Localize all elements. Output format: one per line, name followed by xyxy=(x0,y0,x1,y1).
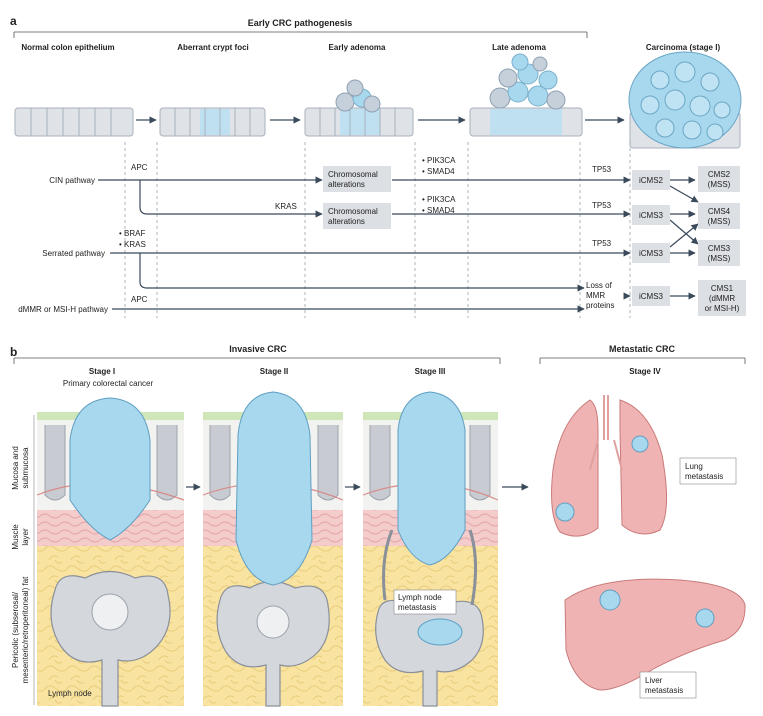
fat-label-2: mesenteric/retroperitoneal) fat xyxy=(21,576,30,683)
gene-apc-1: APC xyxy=(131,163,148,172)
muscle-label-2: layer xyxy=(21,528,30,546)
svg-text:Lymph node: Lymph node xyxy=(398,593,442,602)
gene-smad4-1: • SMAD4 xyxy=(422,167,455,176)
mucosa-label-2: submucosa xyxy=(21,447,30,488)
svg-text:(MSS): (MSS) xyxy=(708,254,731,263)
lungs xyxy=(551,395,668,537)
gene-smad4-2: • SMAD4 xyxy=(422,206,455,215)
primary-crc-label: Primary colorectal cancer xyxy=(63,379,154,388)
cms2-box: CMS2 (MSS) xyxy=(698,166,740,192)
panel-b-letter: b xyxy=(10,345,17,359)
early-adenoma xyxy=(304,79,414,137)
invasive-title: Invasive CRC xyxy=(229,344,287,354)
svg-text:iCMS2: iCMS2 xyxy=(639,176,664,185)
chromosomal-box-1: Chromosomal alterations xyxy=(323,166,391,192)
cms3-box: CMS3 (MSS) xyxy=(698,240,740,266)
icms3-box-2: iCMS3 xyxy=(632,243,670,263)
svg-text:metastasis: metastasis xyxy=(645,686,683,695)
svg-text:Lung: Lung xyxy=(685,462,703,471)
gene-kras-2: • KRAS xyxy=(119,240,146,249)
svg-text:(MSS): (MSS) xyxy=(708,217,731,226)
icms2-box: iCMS2 xyxy=(632,170,670,190)
svg-text:Chromosomal: Chromosomal xyxy=(328,170,378,179)
stage-normal: Normal colon epithelium xyxy=(21,43,114,52)
stage-iii-label: Stage III xyxy=(415,367,446,376)
acf-epithelium xyxy=(159,107,266,137)
svg-text:CMS2: CMS2 xyxy=(708,170,731,179)
gene-tp53-3: TP53 xyxy=(592,239,612,248)
svg-text:metastasis: metastasis xyxy=(685,472,723,481)
stage-i-label: Stage I xyxy=(89,367,115,376)
svg-text:proteins: proteins xyxy=(586,301,614,310)
icms3-box-1: iCMS3 xyxy=(632,205,670,225)
lung-metastasis-box: Lung metastasis xyxy=(679,457,737,485)
muscle-label-1: Muscle xyxy=(11,524,20,550)
svg-text:(MSS): (MSS) xyxy=(708,180,731,189)
svg-text:(dMMR: (dMMR xyxy=(709,294,735,303)
svg-text:CMS1: CMS1 xyxy=(711,284,734,293)
gene-tp53-1: TP53 xyxy=(592,165,612,174)
late-adenoma xyxy=(469,53,583,137)
stage-iii-tissue xyxy=(362,391,499,707)
lymph-node-metastasis-box: Lymph node metastasis xyxy=(393,589,457,615)
fat-label-1: Pericolic (subserosal/ xyxy=(11,591,20,668)
svg-text:iCMS3: iCMS3 xyxy=(639,249,664,258)
cin-pathway-label: CIN pathway xyxy=(49,176,95,185)
svg-text:MMR: MMR xyxy=(586,291,605,300)
svg-text:CMS3: CMS3 xyxy=(708,244,731,253)
liver-metastasis-box: Liver metastasis xyxy=(639,671,697,699)
svg-text:iCMS3: iCMS3 xyxy=(639,292,664,301)
svg-text:Chromosomal: Chromosomal xyxy=(328,207,378,216)
stage-late-adenoma: Late adenoma xyxy=(492,43,546,52)
gene-pik3ca-2: • PIK3CA xyxy=(422,195,456,204)
panel-a-letter: a xyxy=(10,14,17,28)
svg-text:alterations: alterations xyxy=(328,180,365,189)
mucosa-label-1: Mucosa and xyxy=(11,446,20,490)
liver xyxy=(564,578,746,691)
cms1-box: CMS1 (dMMR or MSI-H) xyxy=(698,280,746,316)
dmmr-pathway-label: dMMR or MSI-H pathway xyxy=(18,305,108,314)
panel-a-title: Early CRC pathogenesis xyxy=(248,18,353,28)
stage-early-adenoma: Early adenoma xyxy=(329,43,386,52)
gene-tp53-2: TP53 xyxy=(592,201,612,210)
svg-text:or MSI-H): or MSI-H) xyxy=(705,304,740,313)
icms3-box-3: iCMS3 xyxy=(632,286,670,306)
cms4-box: CMS4 (MSS) xyxy=(698,203,740,229)
carcinoma-mass xyxy=(628,51,742,149)
stage-ii-tissue xyxy=(202,391,344,707)
stage-ii-label: Stage II xyxy=(260,367,288,376)
stage-i-tissue xyxy=(36,397,185,707)
lymph-node-label: Lymph node xyxy=(48,689,92,698)
mmr-loss-label: Loss of MMR proteins xyxy=(586,281,614,310)
svg-text:iCMS3: iCMS3 xyxy=(639,211,664,220)
gene-kras-1: KRAS xyxy=(275,202,297,211)
stage-carcinoma: Carcinoma (stage I) xyxy=(646,43,721,52)
svg-text:metastasis: metastasis xyxy=(398,603,436,612)
stage-acf: Aberrant crypt foci xyxy=(177,43,249,52)
svg-text:Liver: Liver xyxy=(645,676,663,685)
serrated-pathway-label: Serrated pathway xyxy=(42,249,105,258)
gene-pik3ca-1: • PIK3CA xyxy=(422,156,456,165)
stage-iv-label: Stage IV xyxy=(629,367,661,376)
svg-text:alterations: alterations xyxy=(328,217,365,226)
chromosomal-box-2: Chromosomal alterations xyxy=(323,203,391,229)
gene-apc-2: APC xyxy=(131,295,148,304)
svg-text:Loss of: Loss of xyxy=(586,281,613,290)
metastatic-title: Metastatic CRC xyxy=(609,344,676,354)
normal-epithelium xyxy=(14,107,134,137)
gene-braf: • BRAF xyxy=(119,229,145,238)
svg-text:CMS4: CMS4 xyxy=(708,207,731,216)
